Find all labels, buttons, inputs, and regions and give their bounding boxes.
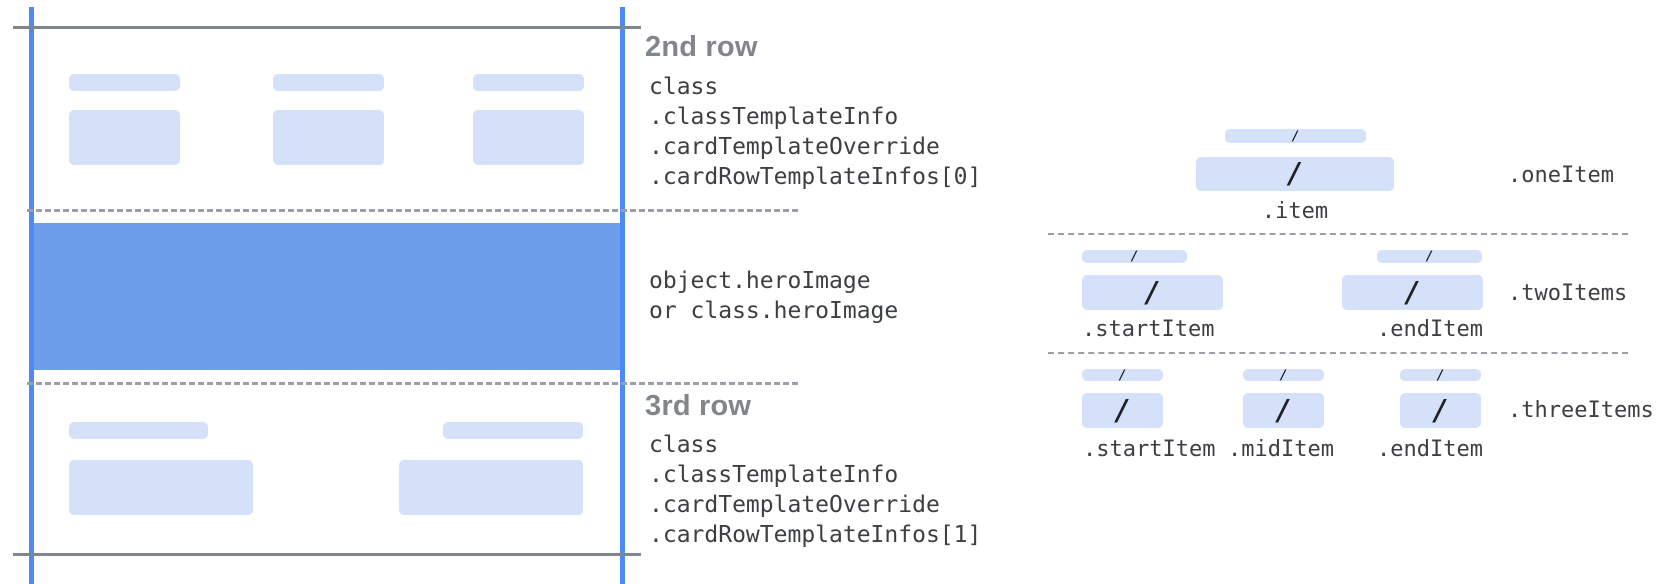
row2-heading: 2nd row [645, 31, 758, 63]
two-items-end-value-chip: / [1342, 275, 1483, 310]
row2-col2-label-chip [273, 74, 384, 91]
divider-slash: / [1436, 367, 1445, 383]
row3-ref-line: class [649, 432, 719, 458]
divider-slash: / [1279, 367, 1288, 383]
card-top-border-line [13, 26, 641, 29]
divider-slash: / [1286, 157, 1304, 190]
divider-slash: / [1275, 393, 1292, 427]
divider-slash: / [1425, 249, 1434, 264]
row3-ref-line: .classTemplateInfo [649, 462, 899, 488]
divider-slash: / [1118, 367, 1127, 383]
row3-end-value-chip [399, 460, 583, 515]
divider-slash: / [1130, 249, 1139, 264]
card-right-guide-line [620, 7, 625, 584]
row2-ref-line: .classTemplateInfo [649, 104, 899, 130]
row3-ref-line: .cardTemplateOverride [649, 492, 940, 518]
one-item-row-label: .oneItem [1508, 163, 1614, 188]
row3-heading: 3rd row [645, 390, 752, 422]
divider-slash: / [1114, 393, 1131, 427]
hero-image-band [31, 223, 623, 370]
row2-col3-label-chip [473, 74, 584, 91]
two-items-end-label-chip: / [1377, 250, 1482, 263]
row2-col1-label-chip [69, 74, 180, 91]
three-items-mid-value-chip: / [1243, 393, 1324, 428]
hero-ref-line: object.heroImage [649, 268, 871, 294]
two-items-row-label: .twoItems [1508, 281, 1628, 306]
divider-slash: / [1404, 275, 1421, 309]
card-left-guide-line [29, 7, 34, 584]
hero-reference-block: object.heroImage or class.heroImage [649, 266, 898, 326]
three-items-row-label: .threeItems [1508, 398, 1654, 423]
one-item-value-chip: / [1196, 157, 1394, 191]
hero-bottom-divider [27, 382, 798, 385]
three-items-end-value-chip: / [1400, 393, 1481, 428]
row2-col1-value-chip [69, 110, 180, 165]
three-items-end-field-label: .endItem [1377, 437, 1483, 462]
row2-col3-value-chip [473, 110, 584, 165]
divider-slash: / [1291, 128, 1300, 144]
row2-bottom-divider [27, 209, 798, 212]
divider-slash: / [1144, 275, 1161, 309]
row2-ref-line: .cardTemplateOverride [649, 134, 940, 160]
row2-col2-value-chip [273, 110, 384, 165]
row3-reference-block: class .classTemplateInfo .cardTemplateOv… [649, 430, 981, 550]
two-items-section-divider [1048, 352, 1628, 354]
hero-ref-line: or class.heroImage [649, 298, 899, 324]
row2-reference-block: class .classTemplateInfo .cardTemplateOv… [649, 72, 981, 192]
two-items-start-value-chip: / [1082, 275, 1223, 310]
three-items-start-value-chip: / [1082, 393, 1163, 428]
three-items-start-field-label: .startItem [1083, 437, 1216, 462]
one-item-section-divider [1048, 233, 1628, 235]
divider-slash: / [1432, 393, 1449, 427]
row3-start-label-chip [69, 422, 208, 439]
one-item-label-chip: / [1225, 129, 1366, 143]
row3-start-value-chip [69, 460, 253, 515]
three-items-mid-field-label: .midItem [1228, 437, 1334, 462]
two-items-end-field-label: .endItem [1377, 317, 1483, 342]
row3-end-label-chip [443, 422, 583, 439]
row3-ref-line: .cardRowTemplateInfos[1] [649, 522, 982, 548]
row2-ref-line: .cardRowTemplateInfos[0] [649, 164, 982, 190]
row2-ref-line: class [649, 74, 719, 100]
two-items-start-field-label: .startItem [1082, 317, 1215, 342]
two-items-start-label-chip: / [1082, 250, 1187, 263]
one-item-field-label: .item [1261, 199, 1329, 224]
three-items-start-label-chip: / [1082, 367, 1163, 383]
card-bottom-border-line [13, 553, 641, 556]
three-items-mid-label-chip: / [1243, 367, 1324, 383]
three-items-end-label-chip: / [1400, 367, 1481, 383]
